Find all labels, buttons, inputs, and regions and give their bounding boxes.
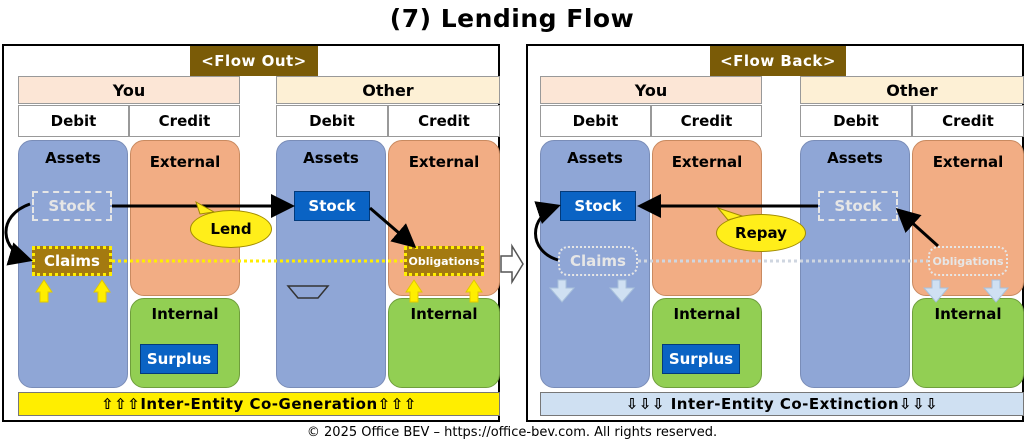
assets-label: Assets — [827, 149, 883, 167]
flow-back-panel: <Flow Back> You Other Debit Credit Debit… — [526, 44, 1024, 422]
external-label: External — [149, 153, 221, 171]
surplus-box: Surplus — [140, 344, 218, 374]
internal-label: Internal — [934, 305, 1002, 323]
assets-label: Assets — [45, 149, 101, 167]
flow-out-tag: <Flow Out> — [190, 46, 318, 76]
internal-label: Internal — [410, 305, 478, 323]
other-credit-header: Credit — [388, 105, 500, 137]
co-extinction-bar: ⇩⇩⇩ Inter-Entity Co-Extinction⇩⇩⇩ — [540, 392, 1024, 416]
assets-label: Assets — [303, 149, 359, 167]
you-stock-ghost: Stock — [32, 191, 112, 221]
obligations-ghost: Obligations — [928, 246, 1008, 276]
other-assets-column: Assets — [800, 140, 910, 388]
internal-label: Internal — [151, 305, 219, 323]
you-header: You — [540, 76, 762, 104]
claims-box: Claims — [32, 246, 112, 276]
other-header: Other — [276, 76, 500, 104]
other-assets-column: Assets — [276, 140, 386, 388]
you-stock-box: Stock — [560, 191, 636, 221]
page-title: (7) Lending Flow — [389, 4, 635, 33]
co-generation-bar: ⇧⇧⇧Inter-Entity Co-Generation⇧⇧⇧ — [18, 392, 500, 416]
you-debit-header: Debit — [540, 105, 651, 137]
other-stock-box: Stock — [294, 191, 370, 221]
flow-back-arrows — [534, 194, 1010, 303]
claims-ghost: Claims — [558, 246, 638, 276]
repay-bubble: Repay — [716, 214, 806, 252]
you-credit-header: Credit — [651, 105, 762, 137]
obligations-box: Obligations — [404, 246, 484, 276]
other-stock-ghost: Stock — [818, 191, 898, 221]
lend-bubble: Lend — [190, 210, 272, 248]
surplus-box: Surplus — [662, 344, 740, 374]
assets-label: Assets — [567, 149, 623, 167]
external-label: External — [671, 153, 743, 171]
external-label: External — [408, 153, 480, 171]
other-debit-header: Debit — [800, 105, 912, 137]
external-label: External — [932, 153, 1004, 171]
you-debit-header: Debit — [18, 105, 129, 137]
you-header: You — [18, 76, 240, 104]
you-credit-header: Credit — [129, 105, 240, 137]
flow-out-panel: <Flow Out> You Other Debit Credit Debit … — [2, 44, 500, 422]
other-header: Other — [800, 76, 1024, 104]
flow-back-tag: <Flow Back> — [710, 46, 846, 76]
flow-out-arrows — [4, 194, 483, 303]
other-credit-header: Credit — [912, 105, 1024, 137]
other-internal-column: Internal — [912, 298, 1024, 388]
other-debit-header: Debit — [276, 105, 388, 137]
other-internal-column: Internal — [388, 298, 500, 388]
copyright-footer: © 2025 Office BEV – https://office-bev.c… — [306, 425, 718, 440]
internal-label: Internal — [673, 305, 741, 323]
